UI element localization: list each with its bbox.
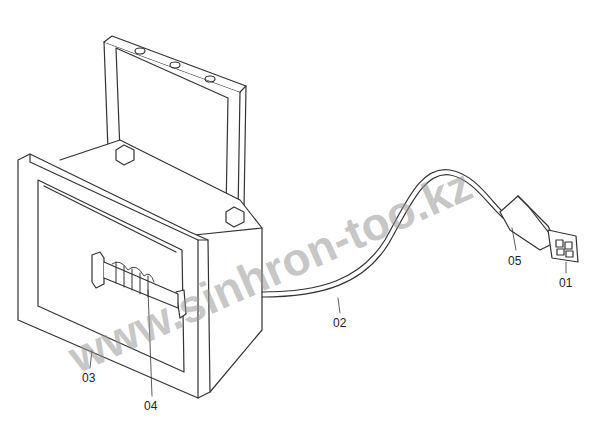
callout-number: 04	[144, 400, 157, 412]
callout-number: 05	[508, 255, 521, 267]
callout-number: 01	[559, 277, 572, 289]
callout-number: 02	[333, 317, 346, 329]
